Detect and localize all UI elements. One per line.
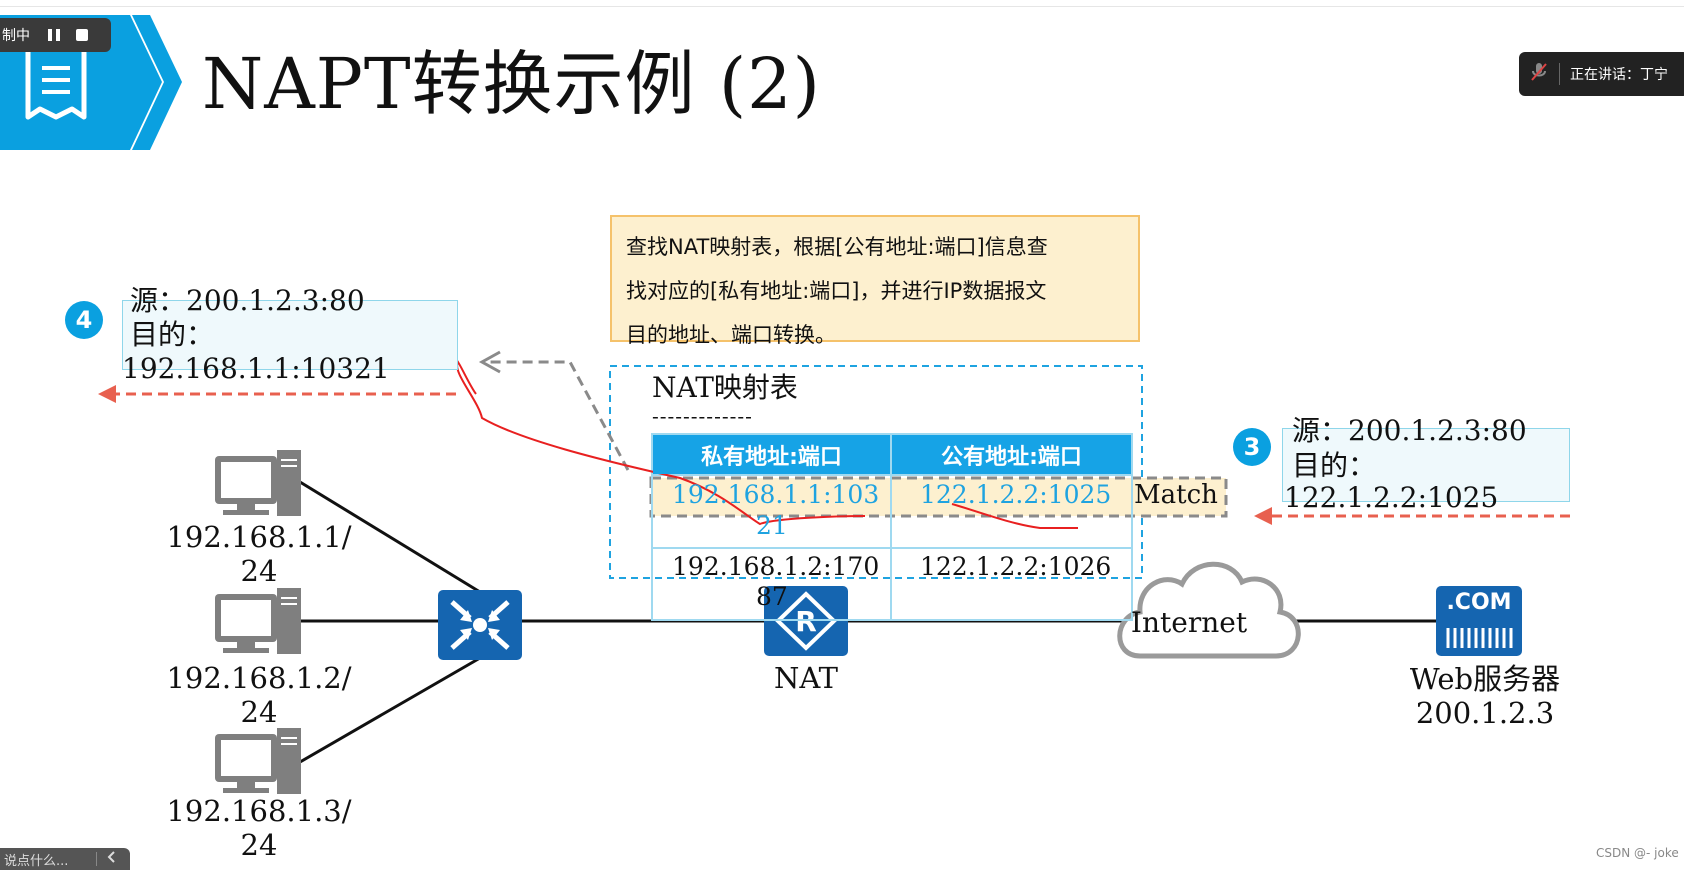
step-badge-3: 3: [1233, 428, 1271, 466]
host-ip: 192.168.1.3/: [166, 794, 352, 828]
recording-toolbar: 制中: [0, 18, 111, 52]
nat-table-frame: [609, 365, 1143, 579]
computer-icon: [215, 728, 301, 794]
packet-right-dst-label: 目的：: [1292, 449, 1377, 482]
packet-left-dst-label: 目的：: [130, 318, 215, 351]
stop-icon[interactable]: [68, 21, 96, 49]
host-label-1: 192.168.1.1/ 24: [160, 520, 358, 588]
table-cell-public: 122.1.2.2:1026: [920, 552, 1112, 581]
match-label: Match: [1134, 480, 1218, 510]
computer-icon: [215, 450, 301, 516]
server-ip: 200.1.2.3: [1415, 696, 1555, 730]
right-flow-arrow: [1254, 507, 1570, 525]
table-cell-public: 122.1.2.2:1025: [920, 480, 1112, 509]
chat-bar: 说点什么...: [0, 848, 130, 870]
mic-muted-icon[interactable]: [1519, 62, 1559, 86]
svg-text:R: R: [795, 605, 817, 638]
server-label: Web服务器 200.1.2.3: [1390, 662, 1580, 730]
internet-label: Internet: [1130, 606, 1248, 639]
packet-box-left: [122, 300, 458, 370]
match-row-highlight: [649, 476, 1228, 518]
server-icon: [1436, 586, 1522, 656]
host-ip: 192.168.1.1/: [166, 520, 352, 554]
packet-left-src: 源：200.1.2.3:80: [130, 284, 365, 317]
note-line: 找对应的[私有地址:端口]，并进行IP数据报文: [626, 279, 1047, 303]
nat-table-title: NAT映射表: [652, 371, 798, 404]
router-label: NAT: [773, 661, 839, 695]
step-badge-4: 4: [65, 301, 103, 339]
chat-input[interactable]: 说点什么...: [4, 853, 69, 869]
pause-icon[interactable]: [40, 21, 68, 49]
slide-title: NAPT转换示例 (2): [202, 43, 821, 125]
lookup-arrow: [478, 350, 630, 471]
chevron-left-icon[interactable]: [107, 851, 117, 867]
left-flow-arrow: [98, 385, 456, 403]
table-header-private: 私有地址:端口: [653, 435, 890, 474]
table-header-public: 公有地址:端口: [892, 435, 1131, 474]
packet-left-dst: 192.168.1.1:10321: [122, 352, 390, 385]
top-divider: [0, 6, 1684, 7]
server-name: Web服务器: [1409, 662, 1561, 696]
switch-icon: [438, 590, 522, 660]
table-cell-private: 192.168.1.2:170: [672, 552, 880, 581]
host-label-2: 192.168.1.2/ 24: [160, 661, 358, 729]
host-prefix: 24: [240, 554, 278, 588]
table-cell-private-wrap: 21: [756, 511, 788, 540]
watermark: CSDN @- joke: [1596, 846, 1679, 860]
recording-label: 制中: [2, 28, 30, 44]
server-badge: .COM: [1446, 590, 1512, 615]
computer-icon: [215, 588, 301, 654]
lookup-note: 查找NAT映射表，根据[公有地址:端口]信息查 找对应的[私有地址:端口]，并进…: [610, 215, 1140, 347]
document-icon: [25, 44, 87, 120]
table-cell-private: 192.168.1.1:103: [672, 480, 880, 509]
packet-right-dst: 122.1.2.2:1025: [1284, 481, 1499, 514]
nat-table-separator: -------------: [652, 404, 753, 428]
nat-table-grid: [651, 433, 1133, 621]
note-line: 查找NAT映射表，根据[公有地址:端口]信息查: [626, 235, 1048, 259]
host-prefix: 24: [240, 828, 278, 862]
note-line: 目的地址、端口转换。: [626, 323, 836, 347]
speaking-label: 正在讲话：丁宁: [1570, 67, 1668, 83]
table-cell-private-wrap: 87: [756, 582, 788, 611]
packet-box-right: [1282, 428, 1570, 502]
speaking-indicator: 正在讲话：丁宁: [1519, 52, 1684, 96]
host-label-3: 192.168.1.3/ 24: [160, 794, 358, 862]
packet-right-src: 源：200.1.2.3:80: [1292, 414, 1527, 447]
host-prefix: 24: [240, 695, 278, 729]
host-ip: 192.168.1.2/: [166, 661, 352, 695]
